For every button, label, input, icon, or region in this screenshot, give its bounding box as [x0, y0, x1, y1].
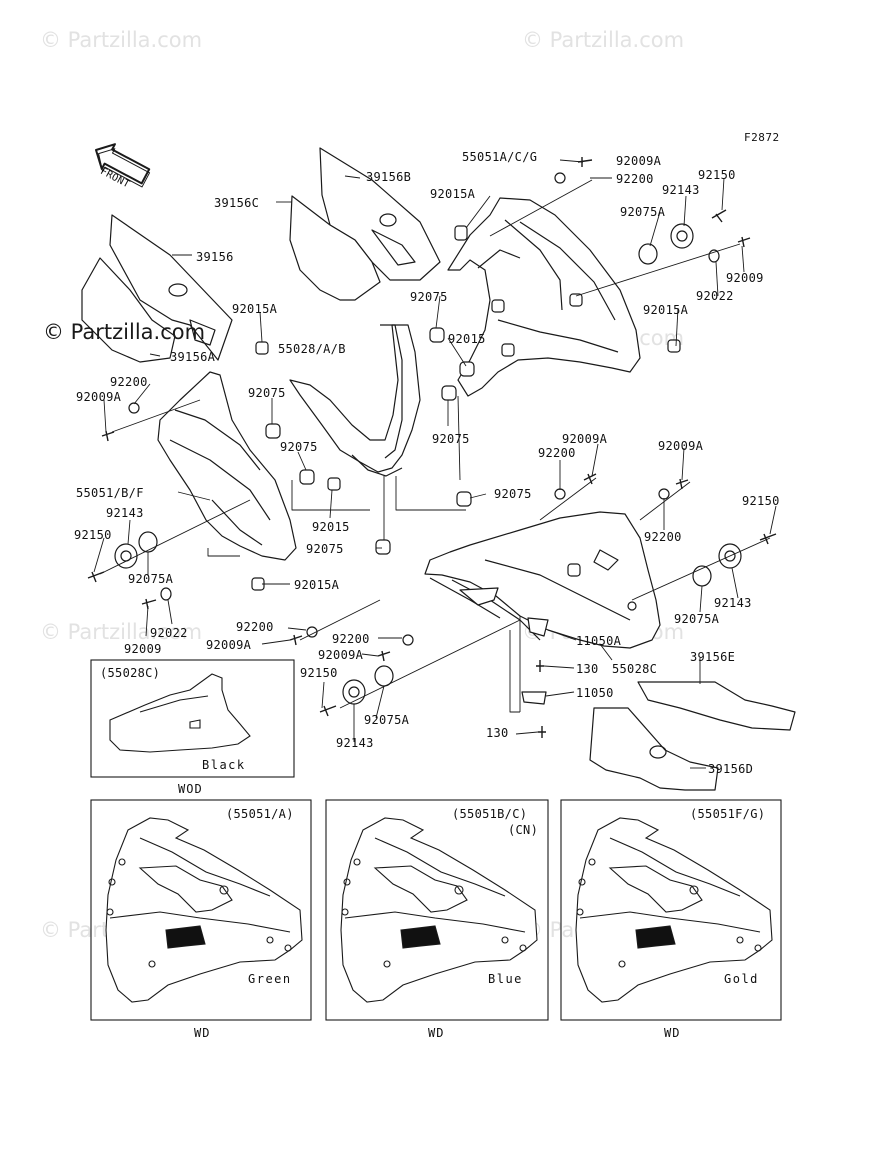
- part-label[interactable]: 92143: [336, 736, 374, 750]
- part-label[interactable]: 92150: [74, 528, 112, 542]
- part-label[interactable]: 92015A: [232, 302, 278, 316]
- part-label[interactable]: 55051A/C/G: [462, 150, 538, 164]
- part-label[interactable]: 92075A: [620, 205, 666, 219]
- part-label[interactable]: 92075: [306, 542, 344, 556]
- model-code: WD: [664, 1026, 681, 1040]
- model-code: WD: [194, 1026, 211, 1040]
- front-arrow-icon: [95, 143, 151, 188]
- part-label[interactable]: 92075: [410, 290, 448, 304]
- part-label[interactable]: 92009A: [76, 390, 122, 404]
- cowl-lower-55028C: [424, 511, 661, 649]
- watermark-mid-left: © Partzilla.com: [40, 620, 203, 644]
- model-code: WOD: [178, 782, 203, 796]
- model-code: WD: [428, 1026, 445, 1040]
- part-label[interactable]: 92200: [644, 530, 682, 544]
- watermark-top-left: © Partzilla.com: [40, 28, 203, 52]
- part-label[interactable]: 92150: [698, 168, 736, 182]
- part-label[interactable]: 55028/A/B: [278, 342, 346, 356]
- inset-box-55051A: [90, 799, 312, 1021]
- cowl-left-upper: [157, 371, 297, 561]
- part-label[interactable]: 92015A: [643, 303, 689, 317]
- part-label[interactable]: 55028C: [612, 662, 658, 676]
- cowl-center-55028: [289, 324, 421, 473]
- part-label[interactable]: 92143: [662, 183, 700, 197]
- part-label[interactable]: 92009A: [562, 432, 608, 446]
- watermark-top-right: © Partzilla.com: [522, 28, 685, 52]
- heat-shield-39156C: [289, 195, 381, 301]
- inset-title: (55051F/G): [690, 807, 766, 821]
- part-label[interactable]: 39156: [196, 250, 234, 264]
- part-label[interactable]: 39156A: [170, 350, 216, 364]
- part-label[interactable]: 39156C: [214, 196, 260, 210]
- inset-box-55051BC: [325, 799, 549, 1021]
- part-label[interactable]: 92200: [236, 620, 274, 634]
- color-label: Green: [248, 972, 292, 986]
- part-label[interactable]: 39156E: [690, 650, 736, 664]
- part-label[interactable]: 92009: [726, 271, 764, 285]
- part-label[interactable]: 92022: [150, 626, 188, 640]
- part-label[interactable]: 39156D: [708, 762, 754, 776]
- part-label[interactable]: 92200: [110, 375, 148, 389]
- part-label[interactable]: 39156B: [366, 170, 412, 184]
- heat-shield-39156E: [637, 681, 796, 731]
- part-label[interactable]: 92009A: [206, 638, 252, 652]
- inset-subtitle: (CN): [508, 823, 539, 837]
- part-label[interactable]: 92150: [300, 666, 338, 680]
- color-label: Black: [202, 758, 246, 772]
- heat-shield-39156D: [589, 707, 719, 791]
- part-label[interactable]: 92200: [538, 446, 576, 460]
- inset-box-55051FG: [560, 799, 782, 1021]
- part-label[interactable]: 92143: [106, 506, 144, 520]
- part-label[interactable]: 11050: [576, 686, 614, 700]
- inset-title: (55051B/C): [452, 807, 528, 821]
- color-label: Blue: [488, 972, 523, 986]
- part-label[interactable]: 92009A: [318, 648, 364, 662]
- part-label[interactable]: 92150: [742, 494, 780, 508]
- part-label[interactable]: 92009A: [616, 154, 662, 168]
- figure-code: F2872: [744, 131, 780, 144]
- part-label[interactable]: 92075A: [128, 572, 174, 586]
- cowl-right-upper: [447, 197, 641, 397]
- part-label[interactable]: 92015A: [430, 187, 476, 201]
- part-label[interactable]: 11050A: [576, 634, 622, 648]
- inset-title: (55051/A): [226, 807, 294, 821]
- part-label[interactable]: 92200: [616, 172, 654, 186]
- heat-shield-39156: [109, 214, 233, 361]
- part-label[interactable]: 92200: [332, 632, 370, 646]
- color-label: Gold: [724, 972, 759, 986]
- part-label[interactable]: 92075: [280, 440, 318, 454]
- part-label[interactable]: 92143: [714, 596, 752, 610]
- heat-shield-39156B: [319, 147, 441, 281]
- part-label[interactable]: 130: [486, 726, 509, 740]
- part-label[interactable]: 92022: [696, 289, 734, 303]
- part-label[interactable]: 92015A: [294, 578, 340, 592]
- inset-title: (55028C): [100, 666, 161, 680]
- part-label[interactable]: 92009: [124, 642, 162, 656]
- part-label[interactable]: 130: [576, 662, 599, 676]
- part-label[interactable]: 92075: [248, 386, 286, 400]
- part-label[interactable]: 92075A: [364, 713, 410, 727]
- part-label[interactable]: 92075A: [674, 612, 720, 626]
- watermark-main: © Partzilla.com: [43, 320, 206, 344]
- part-label[interactable]: 92009A: [658, 439, 704, 453]
- part-label[interactable]: 55051/B/F: [76, 486, 144, 500]
- inset-box-55028C: [90, 659, 295, 778]
- part-label[interactable]: 92075: [432, 432, 470, 446]
- heat-shield-39156A: [81, 257, 176, 363]
- part-label[interactable]: 92075: [494, 487, 532, 501]
- part-label[interactable]: 92015: [312, 520, 350, 534]
- part-label[interactable]: 92015: [448, 332, 486, 346]
